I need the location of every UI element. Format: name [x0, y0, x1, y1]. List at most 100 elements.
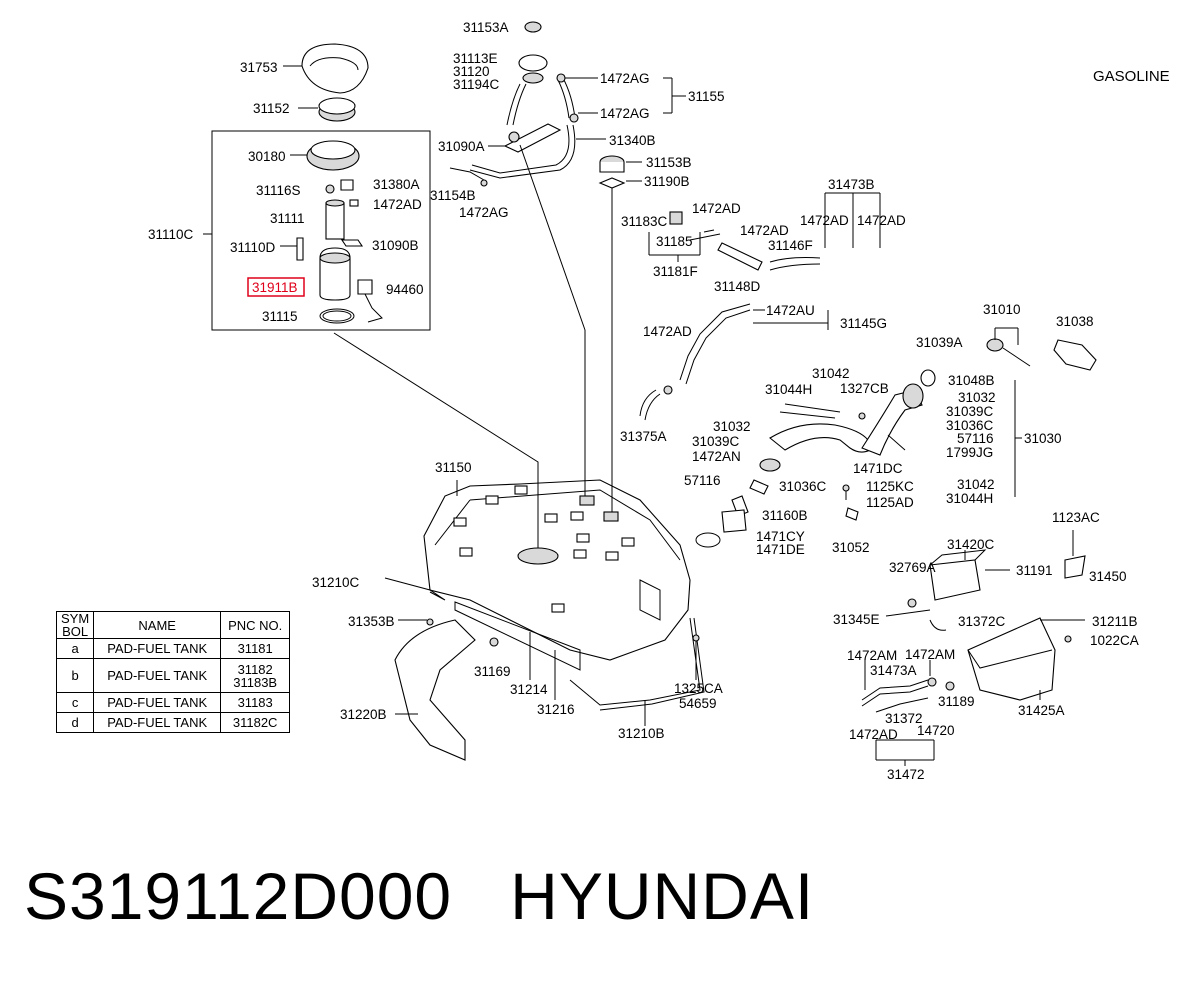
legend-name: PAD-FUEL TANK — [93, 638, 222, 659]
callout-label: 31036C — [779, 479, 827, 494]
callout-label: 1471DE — [756, 542, 805, 557]
callout-label: 31146F — [768, 238, 813, 253]
legend-row: d PAD-FUEL TANK 31182C — [55, 712, 291, 733]
footer-caption: S319112D000 HYUNDAI — [24, 858, 814, 934]
legend-row: c PAD-FUEL TANK 31183 — [55, 692, 291, 713]
callout-label: 31154B — [430, 188, 476, 203]
callout-label: 1022CA — [1090, 633, 1139, 648]
footer-part-number: S319112D000 — [24, 859, 453, 933]
callout-label: 31211B — [1092, 614, 1138, 629]
highlight-box — [247, 277, 305, 297]
legend-pnc: 31182 31183B — [220, 658, 291, 693]
callout-label: 31090B — [372, 238, 419, 253]
callout-label: 1472AM — [905, 647, 955, 662]
callout-label: 31181F — [653, 264, 698, 279]
callout-label: 31169 — [474, 664, 511, 679]
callout-label: 54659 — [679, 696, 717, 711]
legend-pnc: 31181 — [220, 638, 291, 659]
callout-label: 31116S — [256, 183, 301, 198]
callout-label: 1472AG — [600, 71, 650, 86]
callout-label: 31113E — [453, 51, 498, 66]
callout-label: 31425A — [1018, 703, 1065, 718]
callout-label: 1472AD — [800, 213, 849, 228]
legend-row: a PAD-FUEL TANK 31181 — [55, 638, 291, 659]
symbol-legend-table: SYM BOL NAME PNC NO. a PAD-FUEL TANK 311… — [55, 611, 291, 733]
callout-label: 1327CB — [840, 381, 889, 396]
callout-label: 1125AD — [866, 495, 914, 510]
callout-label: 1325CA — [674, 681, 723, 696]
callout-label: 31353B — [348, 614, 395, 629]
callout-label: 1472AD — [692, 201, 741, 216]
callout-label: 31380A — [373, 177, 420, 192]
callout-label: 31110D — [230, 240, 276, 255]
callout-label: 31036C — [946, 418, 994, 433]
legend-header-symbol: SYM BOL — [55, 611, 95, 639]
callout-label: 31372 — [885, 711, 923, 726]
callout-label: 31190B — [644, 174, 690, 189]
callout-label: 31216 — [537, 702, 575, 717]
legend-header-row: SYM BOL NAME PNC NO. — [55, 611, 291, 639]
legend-row: b PAD-FUEL TANK 31182 31183B — [55, 658, 291, 693]
callout-label: 31145G — [840, 316, 887, 331]
legend-name: PAD-FUEL TANK — [93, 692, 222, 713]
callout-label: 31210B — [618, 726, 665, 741]
legend-header-name: NAME — [93, 611, 222, 639]
callout-label: 31420C — [947, 537, 995, 552]
callout-label: 31148D — [714, 279, 761, 294]
callout-label: 14720 — [917, 723, 955, 738]
callout-label: 31044H — [765, 382, 812, 397]
callout-label: 31340B — [609, 133, 656, 148]
callout-label: 1472AD — [373, 197, 422, 212]
callout-label: 31042 — [812, 366, 850, 381]
callout-label: 31038 — [1056, 314, 1094, 329]
callout-label: 31111 — [270, 211, 305, 226]
callout-label: 1471DC — [853, 461, 903, 476]
callout-label: 57116 — [957, 431, 994, 446]
callout-label: 57116 — [684, 473, 721, 488]
callout-label: 31052 — [832, 540, 870, 555]
callout-label: 31153B — [646, 155, 692, 170]
legend-symbol: a — [55, 638, 95, 659]
callout-label: 31032 — [958, 390, 996, 405]
callout-label: 1799JG — [946, 445, 993, 460]
callout-label: 31345E — [833, 612, 880, 627]
callout-label: 31372C — [958, 614, 1006, 629]
callout-label: 31039C — [692, 434, 740, 449]
callout-label: 31753 — [240, 60, 278, 75]
callout-label: 31010 — [983, 302, 1021, 317]
highlighted-callout-label[interactable]: 31911B — [252, 280, 298, 295]
callout-label: 94460 — [386, 282, 424, 297]
callout-label: 31214 — [510, 682, 548, 697]
callout-label: 31042 — [957, 477, 995, 492]
callout-label: 1472AD — [643, 324, 692, 339]
legend-name: PAD-FUEL TANK — [93, 658, 222, 693]
legend-symbol: c — [55, 692, 95, 713]
callout-label: 1123AC — [1052, 510, 1100, 525]
callout-label: 31194C — [453, 77, 500, 92]
diagram-drawing — [203, 21, 1097, 766]
callout-label: 31090A — [438, 139, 485, 154]
callout-label: 1125KC — [866, 479, 914, 494]
legend-symbol: d — [55, 712, 95, 733]
callout-label: 31450 — [1089, 569, 1127, 584]
callout-label: 32769A — [889, 560, 936, 575]
callout-label: 31030 — [1024, 431, 1062, 446]
callout-label: 31120 — [453, 64, 490, 79]
callout-label: 31183C — [621, 214, 668, 229]
callout-label: 1471CY — [756, 529, 805, 544]
footer-brand: HYUNDAI — [510, 859, 815, 933]
legend-symbol: b — [55, 658, 95, 693]
callout-label: 1472AD — [849, 727, 898, 742]
callout-label: 31153A — [463, 20, 509, 35]
callout-label: 31044H — [946, 491, 993, 506]
legend-header-pnc: PNC NO. — [220, 611, 291, 639]
legend-pnc: 31182C — [220, 712, 291, 733]
callout-label: 31039C — [946, 404, 994, 419]
callout-label: 1472AD — [857, 213, 906, 228]
callout-label: 30180 — [248, 149, 286, 164]
callout-label: 1472AU — [766, 303, 815, 318]
callout-label: 31150 — [435, 460, 472, 475]
callout-label: 31048B — [948, 373, 995, 388]
callout-label: 1472AD — [740, 223, 789, 238]
